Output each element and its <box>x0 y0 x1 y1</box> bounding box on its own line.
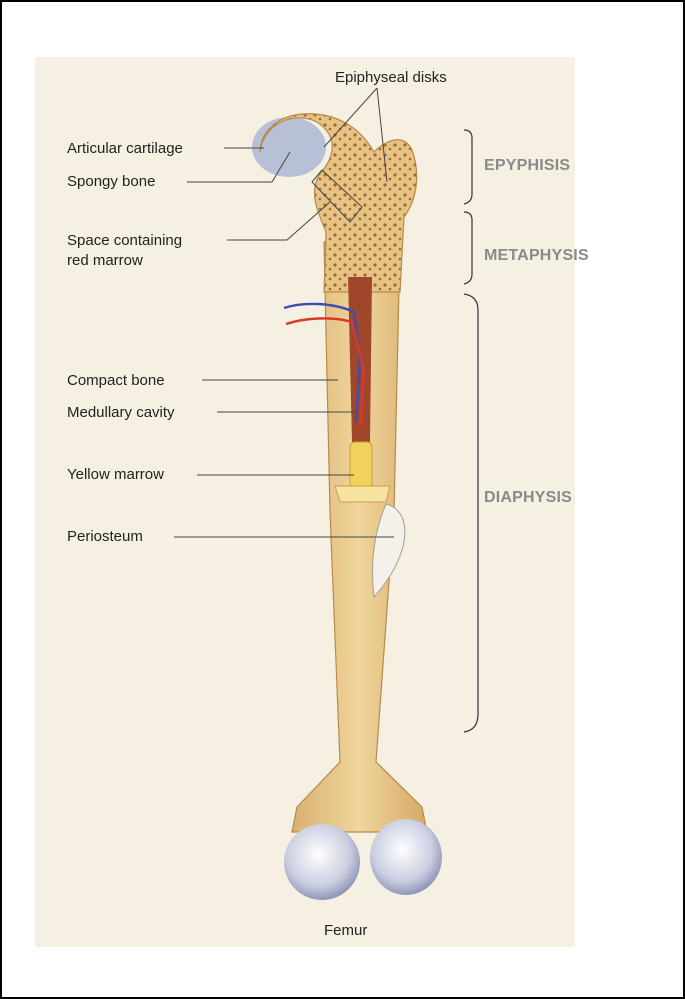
bone-cross-section <box>335 486 390 502</box>
region-metaphysis: METAPHYSIS <box>484 247 589 265</box>
label-yellow-marrow: Yellow marrow <box>67 465 164 484</box>
caption-femur: Femur <box>324 921 367 940</box>
region-braces <box>464 130 478 732</box>
yellow-marrow-shape <box>350 442 372 488</box>
articular-cartilage-shape <box>252 117 326 177</box>
label-space-red-marrow-line2: red marrow <box>67 251 143 270</box>
label-spongy-bone: Spongy bone <box>67 172 155 191</box>
label-space-red-marrow-line1: Space containing <box>67 231 182 250</box>
label-compact-bone: Compact bone <box>67 371 165 390</box>
lateral-condyle <box>370 819 442 895</box>
medial-condyle <box>284 824 360 900</box>
region-diaphysis: DIAPHYSIS <box>484 489 572 507</box>
label-periosteum: Periosteum <box>67 527 143 546</box>
region-epiphysis: EPYPHISIS <box>484 157 570 175</box>
label-medullary-cavity: Medullary cavity <box>67 403 175 422</box>
label-articular-cartilage: Articular cartilage <box>67 139 183 158</box>
label-epiphyseal-disks: Epiphyseal disks <box>335 68 447 87</box>
